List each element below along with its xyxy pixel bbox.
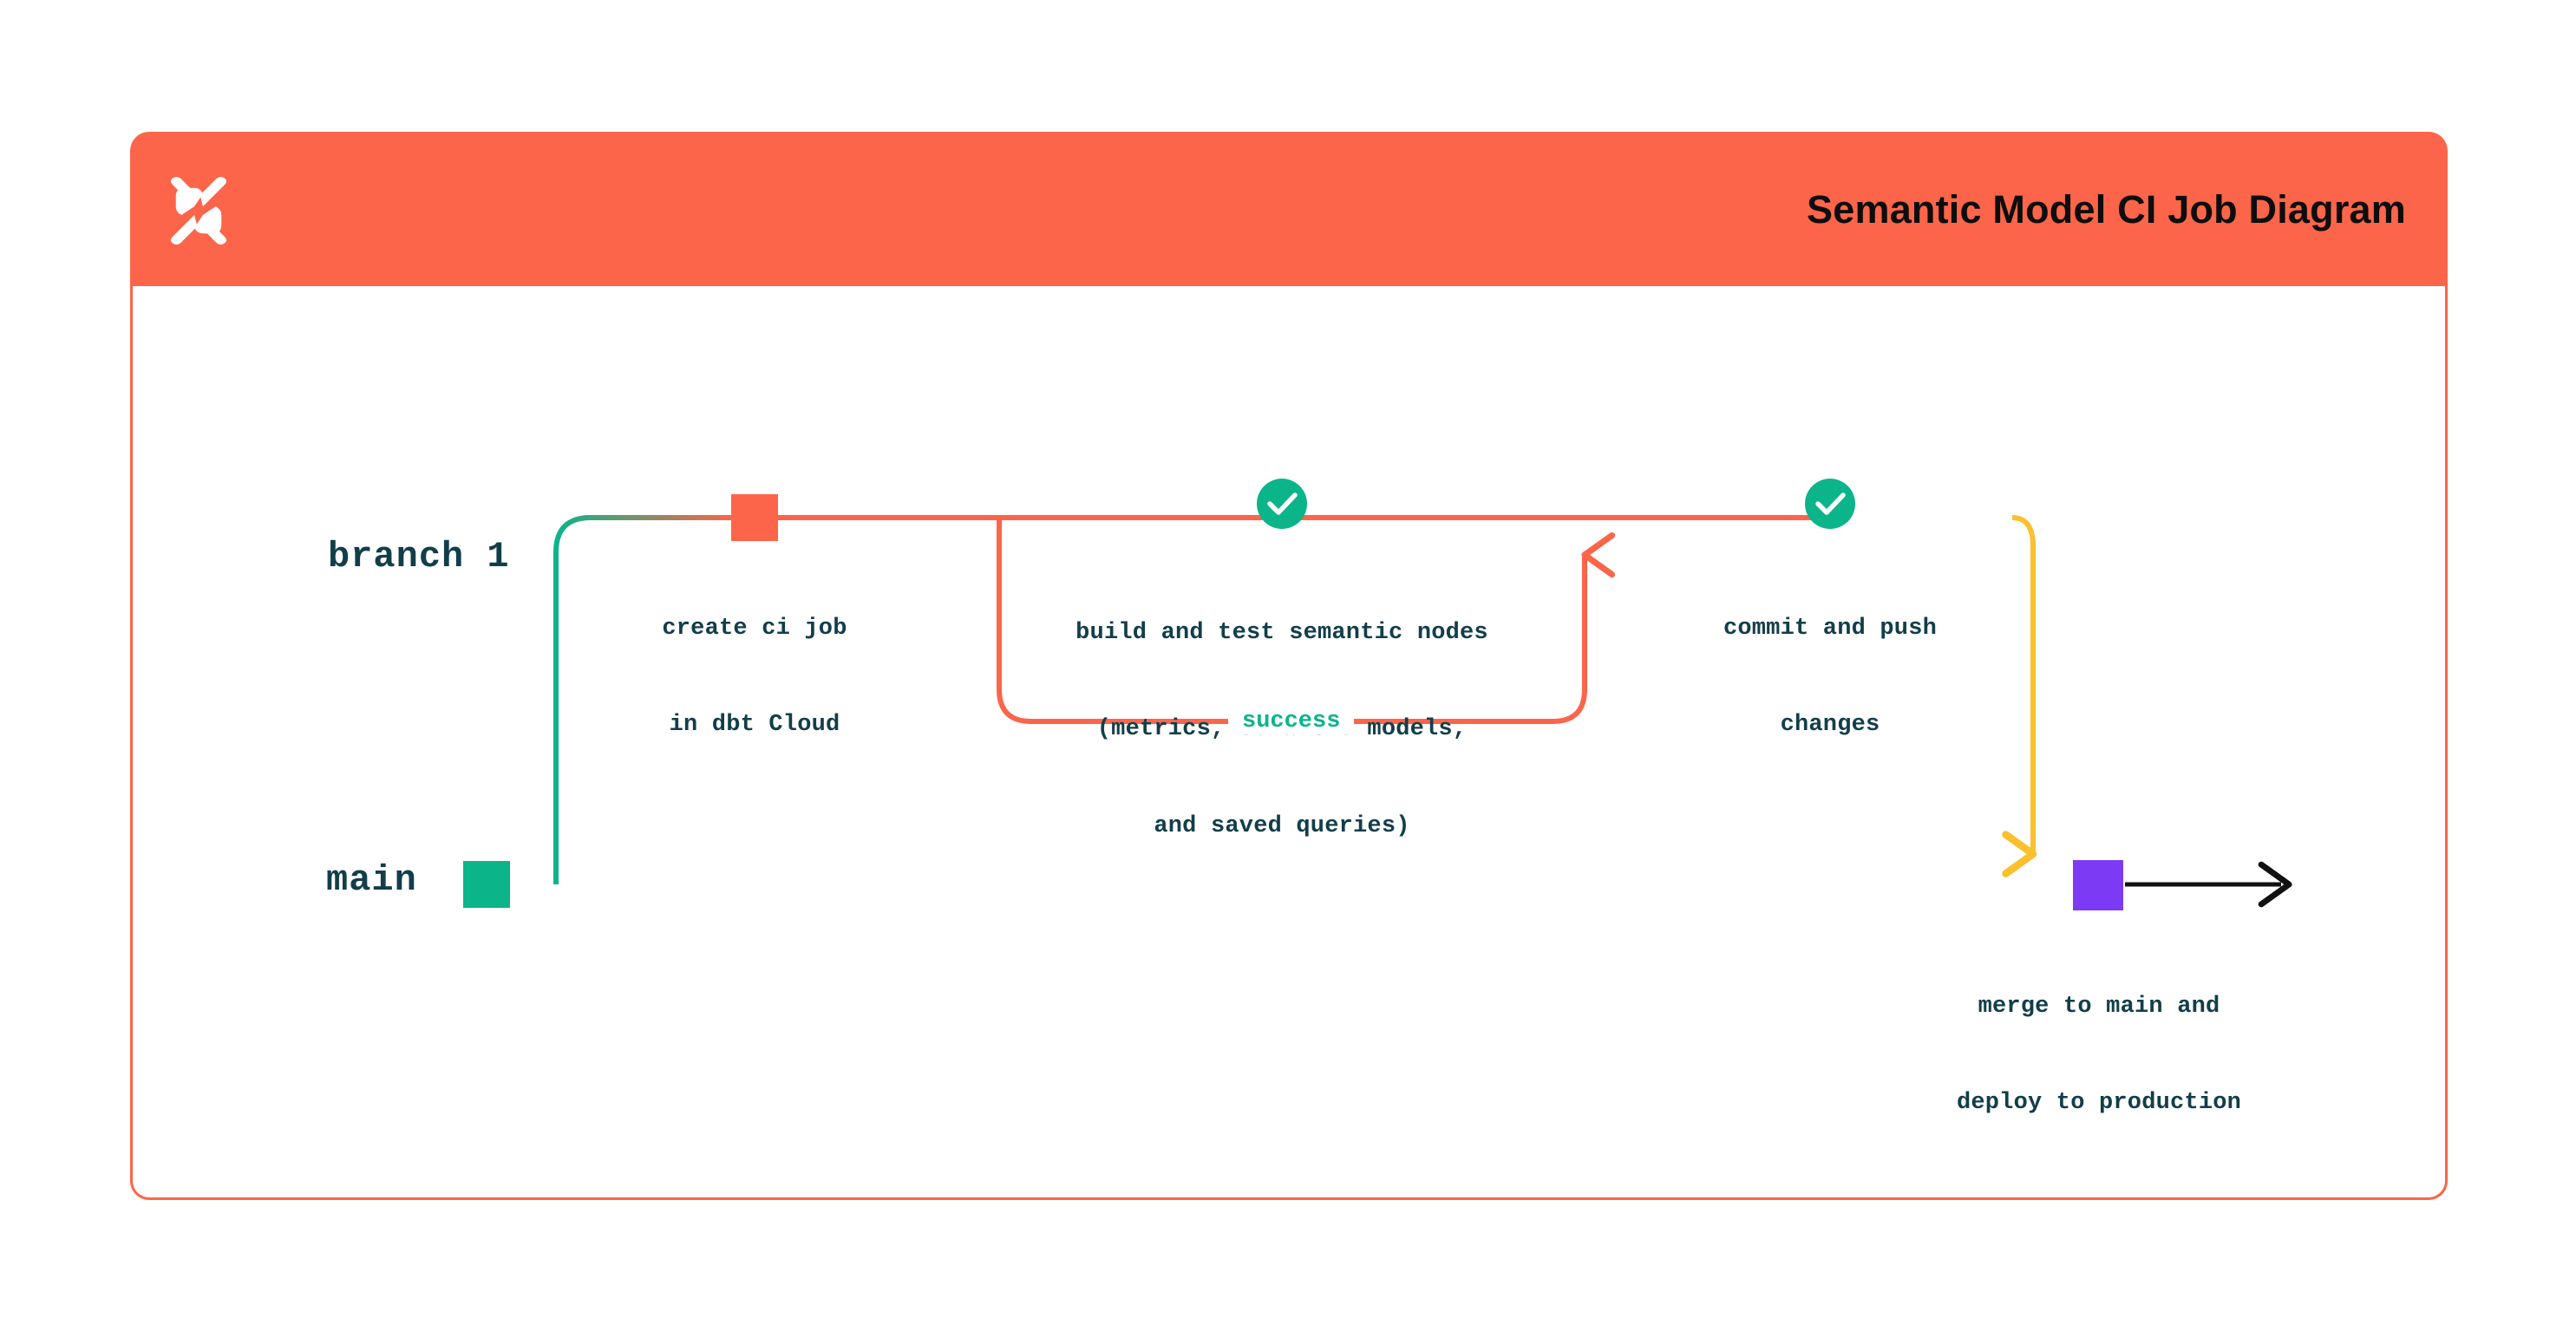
branch-label-branch-1: branch 1: [328, 536, 510, 577]
success-loop-label: success: [1228, 708, 1355, 734]
node-label-line: changes: [1780, 712, 1880, 739]
node-label-merge-to-main: merge to main and deploy to production: [1891, 926, 2307, 1184]
node-label-create-ci-job: create ci job in dbt Cloud: [590, 548, 919, 806]
node-label-commit-push: commit and push changes: [1657, 548, 2004, 806]
page-title: Semantic Model CI Job Diagram: [1807, 187, 2406, 232]
branch-label-main: main: [326, 859, 417, 901]
node-label-line: create ci job: [662, 615, 847, 642]
node-label-build-test: build and test semantic nodes (metrics, …: [1022, 552, 1542, 908]
dbt-logo-icon: [171, 176, 226, 245]
node-label-line: in dbt Cloud: [669, 712, 840, 739]
node-label-line: commit and push: [1723, 615, 1938, 642]
node-label-line: and saved queries): [1154, 813, 1410, 839]
node-label-line: merge to main and: [1978, 993, 2220, 1020]
card-body: [130, 286, 2448, 1200]
card-header: Semantic Model CI Job Diagram: [130, 132, 2448, 288]
node-label-line: deploy to production: [1956, 1090, 2242, 1117]
diagram-card: Semantic Model CI Job Diagram: [130, 132, 2448, 1200]
node-label-line: build and test semantic nodes: [1076, 619, 1488, 646]
